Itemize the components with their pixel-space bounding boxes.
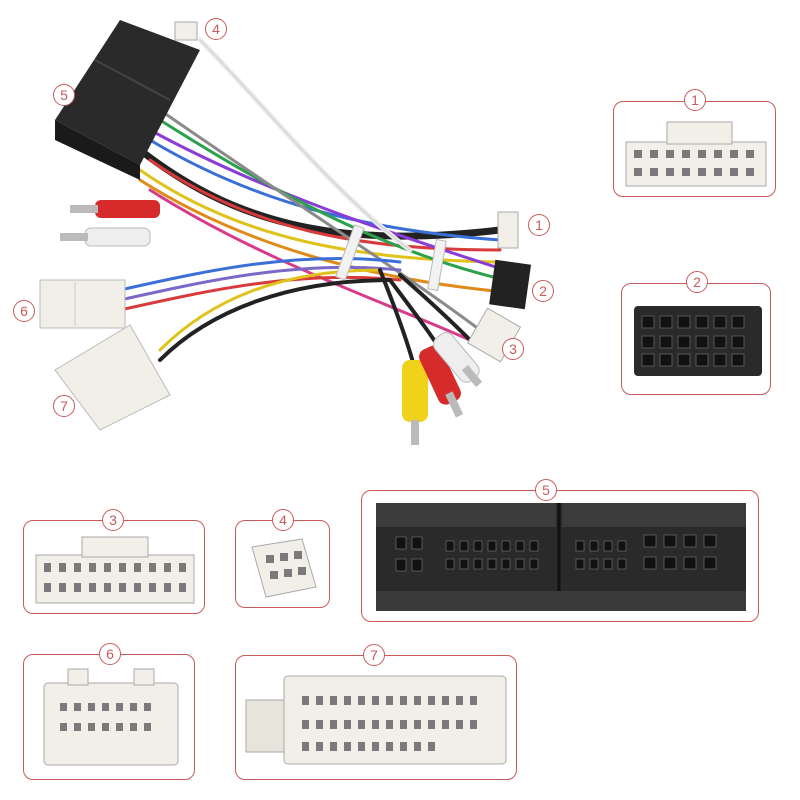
cable-tie: [427, 238, 447, 292]
panel-callout-4: 4: [272, 509, 294, 531]
connector-4-detail: [251, 538, 317, 598]
connector-6-harness: [39, 279, 126, 329]
connector-5-detail: [376, 503, 746, 611]
callout-3: 3: [502, 338, 524, 360]
connector-6-detail: [43, 668, 179, 766]
panel-callout-5: 5: [535, 479, 557, 501]
rca-plug-left-red: [70, 200, 160, 218]
panel-callout-3: 3: [102, 509, 124, 531]
detail-panel-1: [613, 101, 776, 197]
panel-callout-2: 2: [686, 271, 708, 293]
rca-plug-left-white: [60, 227, 151, 247]
detail-panel-5: [361, 490, 759, 622]
cable-tie: [335, 224, 365, 281]
panel-callout-6: 6: [99, 643, 121, 665]
panel-callout-7: 7: [363, 644, 385, 666]
detail-panel-4: [235, 520, 330, 608]
connector-1-detail: [625, 121, 767, 187]
callout-5: 5: [53, 84, 75, 106]
detail-panel-3: [23, 520, 205, 614]
callout-4: 4: [205, 18, 227, 40]
connector-4-harness: [174, 21, 198, 41]
connector-2-harness: [489, 259, 532, 310]
harness-illustration: [39, 20, 532, 445]
panel-callout-1: 1: [684, 89, 706, 111]
detail-panel-2: [621, 283, 771, 395]
callout-7: 7: [53, 395, 75, 417]
connector-5-harness: [55, 20, 200, 180]
rca-plug-white: [432, 332, 483, 387]
callout-1: 1: [528, 214, 550, 236]
detail-panel-7: [235, 655, 517, 780]
connector-7-detail: [245, 675, 507, 765]
rca-plug-yellow: [402, 360, 428, 445]
rca-plug-red: [419, 345, 464, 418]
detail-panel-6: [23, 654, 195, 780]
connector-3-detail: [35, 536, 195, 604]
connector-7-harness: [54, 324, 171, 431]
wire-bundle: [118, 37, 507, 372]
connector-1-harness: [497, 211, 519, 249]
callout-6: 6: [13, 300, 35, 322]
connector-2-detail: [634, 306, 762, 376]
callout-2: 2: [532, 280, 554, 302]
